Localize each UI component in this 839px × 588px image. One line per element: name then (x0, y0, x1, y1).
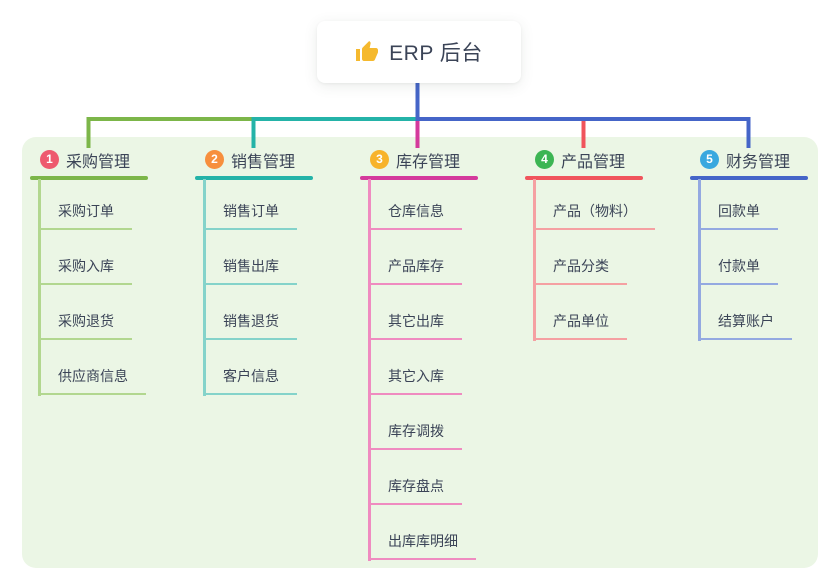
child-node[interactable]: 采购入库 (38, 256, 132, 285)
child-node[interactable]: 产品（物料） (533, 201, 655, 230)
root-node-label: ERP 后台 (389, 42, 483, 65)
child-node-label: 结算账户 (718, 313, 774, 329)
branch-number-badge: 4 (535, 150, 554, 169)
child-node-label: 销售退货 (223, 313, 279, 329)
branch-product-node[interactable]: 4 产品管理 (535, 149, 626, 171)
branch-underline (360, 176, 478, 180)
branch-number-badge: 1 (40, 150, 59, 169)
branch-title: 采购管理 (66, 153, 131, 171)
child-node[interactable]: 采购退货 (38, 311, 132, 340)
branch-title: 财务管理 (726, 153, 791, 171)
child-node-label: 产品单位 (553, 313, 609, 329)
child-node-label: 仓库信息 (388, 203, 444, 219)
child-node-label: 采购入库 (58, 258, 114, 274)
branch-inventory-node[interactable]: 3 库存管理 (370, 149, 461, 171)
child-node[interactable]: 销售出库 (203, 256, 297, 285)
branch-purchase-node[interactable]: 1 采购管理 (40, 149, 131, 171)
child-node-label: 供应商信息 (58, 368, 128, 384)
child-node[interactable]: 结算账户 (698, 311, 792, 340)
child-node-label: 销售出库 (223, 258, 279, 274)
child-node[interactable]: 其它入库 (368, 366, 462, 395)
branch-child-line (698, 179, 701, 341)
branch-sales-node[interactable]: 2 销售管理 (205, 149, 296, 171)
branch-title: 库存管理 (396, 153, 461, 171)
child-node[interactable]: 采购订单 (38, 201, 132, 230)
child-node[interactable]: 供应商信息 (38, 366, 146, 395)
child-node[interactable]: 库存盘点 (368, 476, 462, 505)
branch-underline (690, 176, 808, 180)
branch-child-line (368, 179, 371, 561)
branch-number-badge: 2 (205, 150, 224, 169)
child-node-label: 库存盘点 (388, 478, 444, 494)
child-node-label: 出库库明细 (388, 533, 458, 549)
child-node[interactable]: 库存调拨 (368, 421, 462, 450)
child-node[interactable]: 产品库存 (368, 256, 462, 285)
branch-underline (195, 176, 313, 180)
child-node[interactable]: 产品分类 (533, 256, 627, 285)
branch-title: 产品管理 (561, 153, 626, 171)
child-node[interactable]: 出库库明细 (368, 531, 476, 560)
child-node[interactable]: 销售退货 (203, 311, 297, 340)
branch-child-line (203, 179, 206, 396)
child-node-label: 销售订单 (223, 203, 279, 219)
branch-number-badge: 5 (700, 150, 719, 169)
branch-finance-node[interactable]: 5 财务管理 (700, 149, 791, 171)
child-node[interactable]: 产品单位 (533, 311, 627, 340)
child-node[interactable]: 仓库信息 (368, 201, 462, 230)
child-node-label: 库存调拨 (388, 423, 444, 439)
child-node[interactable]: 回款单 (698, 201, 778, 230)
child-node-label: 回款单 (718, 203, 760, 219)
child-node-label: 客户信息 (223, 368, 279, 384)
branch-child-line (38, 179, 41, 396)
child-node-label: 付款单 (718, 258, 760, 274)
child-node-label: 其它入库 (388, 368, 444, 384)
branches-panel (22, 137, 818, 568)
child-node[interactable]: 客户信息 (203, 366, 297, 395)
child-node-label: 产品分类 (553, 258, 609, 274)
child-node-label: 产品（物料） (553, 203, 637, 219)
branch-underline (30, 176, 148, 180)
root-node[interactable]: ERP 后台 (317, 21, 521, 83)
child-node-label: 采购退货 (58, 313, 114, 329)
branch-number-badge: 3 (370, 150, 389, 169)
child-node[interactable]: 销售订单 (203, 201, 297, 230)
child-node[interactable]: 付款单 (698, 256, 778, 285)
branch-title: 销售管理 (231, 153, 296, 171)
child-node-label: 其它出库 (388, 313, 444, 329)
child-node-label: 产品库存 (388, 258, 444, 274)
child-node-label: 采购订单 (58, 203, 114, 219)
branch-child-line (533, 179, 536, 341)
child-node[interactable]: 其它出库 (368, 311, 462, 340)
thumbs-up-icon (356, 41, 379, 61)
branch-underline (525, 176, 643, 180)
